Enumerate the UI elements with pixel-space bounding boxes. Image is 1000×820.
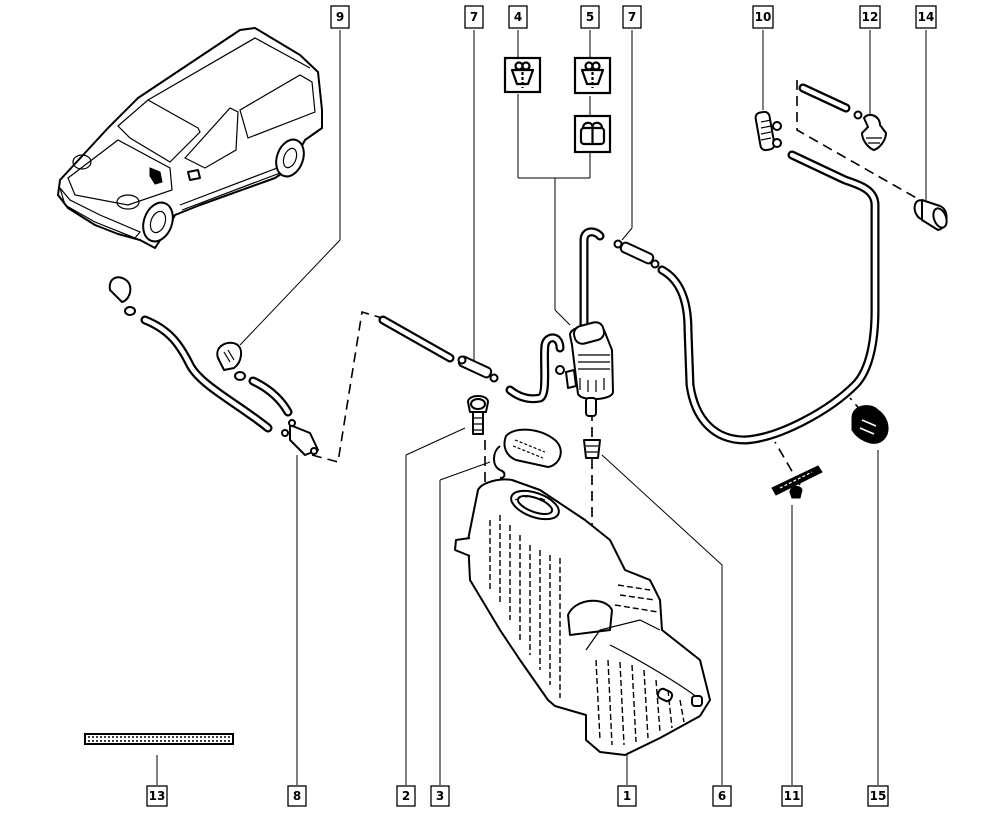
svg-text:12: 12 xyxy=(862,10,879,24)
pump-grommet xyxy=(583,439,601,459)
pictogram-windscreen-washer-5 xyxy=(573,56,612,95)
callout-6: 6 xyxy=(712,785,732,807)
filler-cap xyxy=(493,428,562,479)
callout-4: 4 xyxy=(508,5,528,29)
svg-text:13: 13 xyxy=(149,789,166,803)
svg-text:7: 7 xyxy=(628,10,636,24)
hose-grommet xyxy=(851,405,889,444)
svg-text:11: 11 xyxy=(784,789,801,803)
non-return-valve-right xyxy=(613,239,660,269)
svg-text:4: 4 xyxy=(514,10,522,24)
svg-text:9: 9 xyxy=(336,10,344,24)
pictogram-windscreen-washer-4 xyxy=(503,56,542,94)
parts xyxy=(84,110,948,745)
non-return-valve-left xyxy=(457,355,499,383)
svg-text:5: 5 xyxy=(586,10,594,24)
callout-9: 9 xyxy=(330,5,350,29)
windscreen-washer-jet xyxy=(216,341,246,381)
callout-15: 14 xyxy=(915,5,937,29)
vehicle-illustration xyxy=(57,27,323,249)
y-connector xyxy=(281,419,319,456)
callout-2: 2 xyxy=(396,785,416,807)
fixing-bolt xyxy=(467,395,489,435)
svg-text:1: 1 xyxy=(623,789,631,803)
hoses xyxy=(140,83,880,445)
svg-text:2: 2 xyxy=(402,789,410,803)
callout-10: 11 xyxy=(781,785,803,807)
rear-door-washer-icon xyxy=(579,121,606,146)
callout-12: 15 xyxy=(867,785,889,807)
left-washer-jet xyxy=(108,276,136,316)
callout-7a: 7 xyxy=(464,5,484,29)
callout-5: 5 xyxy=(580,5,600,29)
callout-13: 12 xyxy=(859,5,881,29)
washer-reservoir xyxy=(454,478,711,756)
svg-text:3: 3 xyxy=(436,789,444,803)
hose-clip xyxy=(771,465,823,499)
windscreen-washer-icon xyxy=(580,61,605,88)
callout-11: 10 xyxy=(752,5,774,29)
callout-3: 3 xyxy=(430,785,450,807)
callout-8: 8 xyxy=(287,785,307,807)
insulating-strip xyxy=(84,733,234,745)
leader-lines xyxy=(156,30,927,785)
callout-1: 1 xyxy=(617,785,637,807)
pictogram-rear-washer-5 xyxy=(573,114,612,154)
windscreen-washer-icon xyxy=(510,61,535,88)
callout-14: 13 xyxy=(146,785,168,807)
svg-text:8: 8 xyxy=(293,789,301,803)
washer-pump xyxy=(555,321,614,417)
svg-text:10: 10 xyxy=(755,10,772,24)
svg-text:15: 15 xyxy=(870,789,887,803)
svg-text:14: 14 xyxy=(918,10,935,24)
t-connector xyxy=(754,110,782,152)
svg-text:7: 7 xyxy=(470,10,478,24)
rear-washer-jet xyxy=(853,110,887,151)
svg-text:6: 6 xyxy=(718,789,726,803)
rear-jet-plug xyxy=(913,199,948,231)
callout-7b: 7 xyxy=(622,5,642,29)
